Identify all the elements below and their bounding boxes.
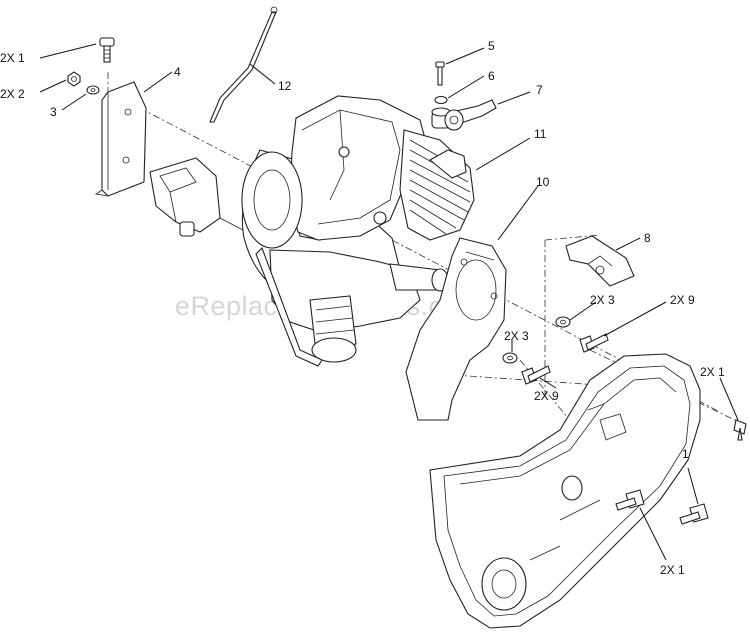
callout-2x1-top: 2X 1 bbox=[0, 51, 25, 65]
callout-1: 1 bbox=[682, 447, 689, 461]
callout-labels: 2X 1 2X 2 3 4 12 5 6 7 11 10 8 2X 3 2X 9… bbox=[0, 39, 725, 577]
callout-7: 7 bbox=[536, 83, 543, 97]
engine-assembly bbox=[241, 95, 475, 367]
bolt-part-1-lower-b bbox=[679, 503, 709, 525]
bracket-part-4 bbox=[94, 81, 147, 197]
rod-part-12 bbox=[209, 6, 278, 123]
callout-6: 6 bbox=[488, 69, 495, 83]
nut-part-2 bbox=[67, 71, 81, 87]
bolt-part-5 bbox=[435, 61, 445, 86]
callout-4: 4 bbox=[174, 65, 181, 79]
screw-part-9-lower bbox=[521, 365, 551, 385]
shield-part-10 bbox=[405, 237, 507, 421]
bolt-part-1-top bbox=[99, 37, 115, 63]
callout-3-left: 3 bbox=[50, 105, 57, 119]
washer-part-3-lower bbox=[502, 352, 518, 364]
callout-8: 8 bbox=[644, 231, 651, 245]
bracket-part-8 bbox=[565, 235, 635, 287]
clamp-part-7 bbox=[444, 99, 497, 131]
callout-2x1-bottom: 2X 1 bbox=[660, 563, 685, 577]
leader-lines bbox=[39, 43, 739, 561]
callout-2x3-lower: 2X 3 bbox=[504, 329, 529, 343]
callout-11: 11 bbox=[534, 127, 547, 141]
callout-2x3-upper: 2X 3 bbox=[590, 293, 615, 307]
washer-part-6 bbox=[434, 95, 448, 105]
bolt-part-1-right bbox=[733, 419, 747, 441]
callout-2x9-upper: 2X 9 bbox=[670, 293, 695, 307]
belt-cover-housing bbox=[429, 353, 701, 629]
callout-10: 10 bbox=[536, 175, 550, 189]
callout-5: 5 bbox=[488, 39, 495, 53]
control-module bbox=[149, 157, 263, 241]
callout-2x2: 2X 2 bbox=[0, 87, 25, 101]
callout-12: 12 bbox=[278, 79, 292, 93]
washer-part-3-upper bbox=[555, 316, 571, 328]
callout-2x1-right: 2X 1 bbox=[700, 365, 725, 379]
washer-part-3 bbox=[86, 85, 100, 95]
screw-part-9-upper bbox=[579, 333, 609, 353]
bolt-part-1-lower-a bbox=[615, 489, 645, 511]
callout-2x9-lower: 2X 9 bbox=[534, 389, 559, 403]
